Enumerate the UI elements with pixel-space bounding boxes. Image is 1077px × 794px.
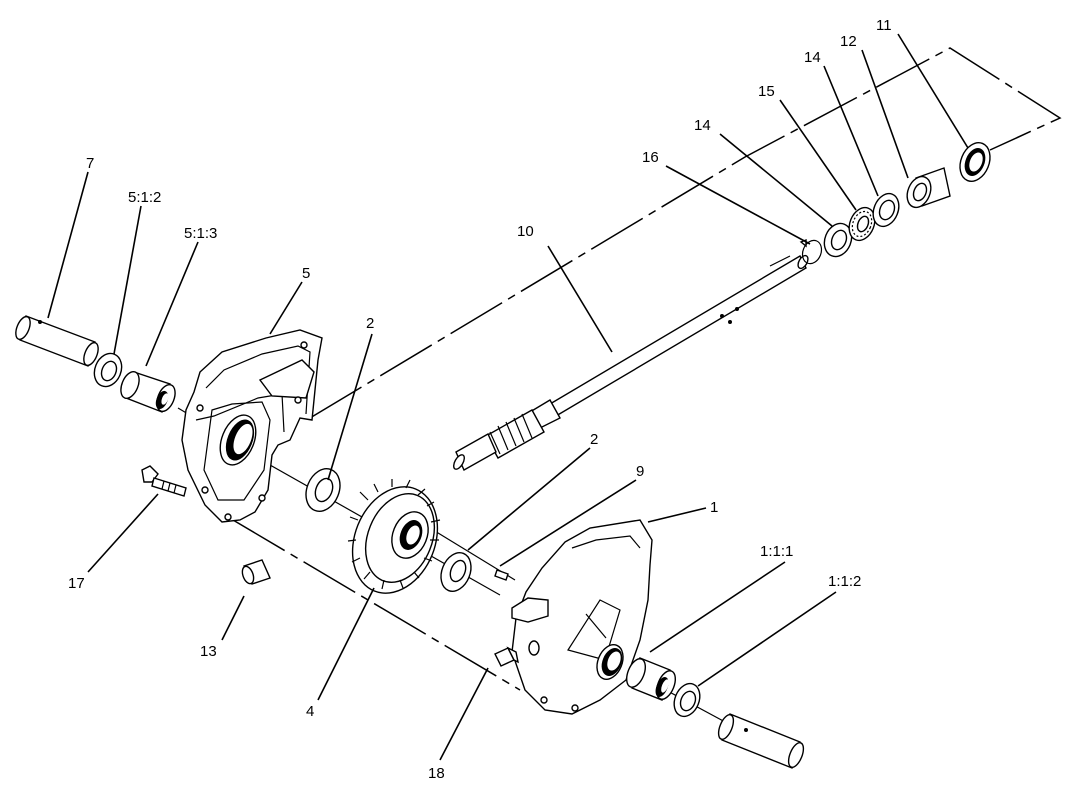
part-18-vent: [494, 646, 519, 667]
part-14-washer-a: [823, 222, 853, 258]
callout-9: 9: [636, 463, 644, 480]
part-17-bolt: [141, 465, 187, 497]
callout-5: 5: [302, 265, 310, 282]
callout-11: 11: [876, 17, 892, 34]
callout-16: 16: [642, 149, 659, 166]
callout-4: 4: [306, 703, 314, 720]
part-15-thrust-bearing: [848, 206, 876, 242]
callout-14-b: 14: [804, 49, 821, 66]
part-2-washer-upper: [305, 468, 341, 512]
callout-2-lower: 2: [590, 431, 598, 448]
part-5-housing: [181, 329, 323, 523]
callout-17: 17: [68, 575, 85, 592]
callout-13: 13: [200, 643, 217, 660]
part-13-dowel: [241, 559, 271, 585]
part-1-1-2-washer: [673, 682, 701, 718]
callout-1-1-2: 1:1:2: [828, 573, 861, 590]
part-1-housing: [511, 519, 653, 715]
callout-1: 1: [710, 499, 718, 516]
callout-5-1-3: 5:1:3: [184, 225, 217, 242]
part-10-worm-shaft: [453, 254, 809, 471]
callout-2-upper: 2: [366, 315, 374, 332]
callout-1-1-1: 1:1:1: [760, 543, 793, 560]
callout-10: 10: [517, 223, 534, 240]
callout-12: 12: [840, 33, 857, 50]
part-1-1-1-bushing: [625, 657, 677, 701]
callout-5-1-2: 5:1:2: [128, 189, 161, 206]
callout-14-a: 14: [694, 117, 711, 134]
part-11-bearing: [959, 142, 991, 182]
part-7-pin: [15, 315, 99, 367]
part-5-1-2-washer: [93, 352, 123, 388]
part-4-gear: [347, 479, 441, 594]
callout-labels: 7 5:1:2 5:1:3 5 2 10 16 14 15 14 12 11 2…: [68, 17, 892, 782]
lower-pin: [717, 713, 805, 769]
part-14-washer-b: [872, 192, 900, 228]
part-5-1-3-bushing: [120, 370, 176, 413]
callout-18: 18: [428, 765, 445, 782]
part-2-washer-lower: [440, 552, 472, 592]
part-12-flange-bushing: [906, 167, 951, 209]
part-9-key: [494, 569, 509, 581]
callout-15: 15: [758, 83, 775, 100]
leader-lines: [47, 33, 969, 761]
callout-7: 7: [86, 155, 94, 172]
